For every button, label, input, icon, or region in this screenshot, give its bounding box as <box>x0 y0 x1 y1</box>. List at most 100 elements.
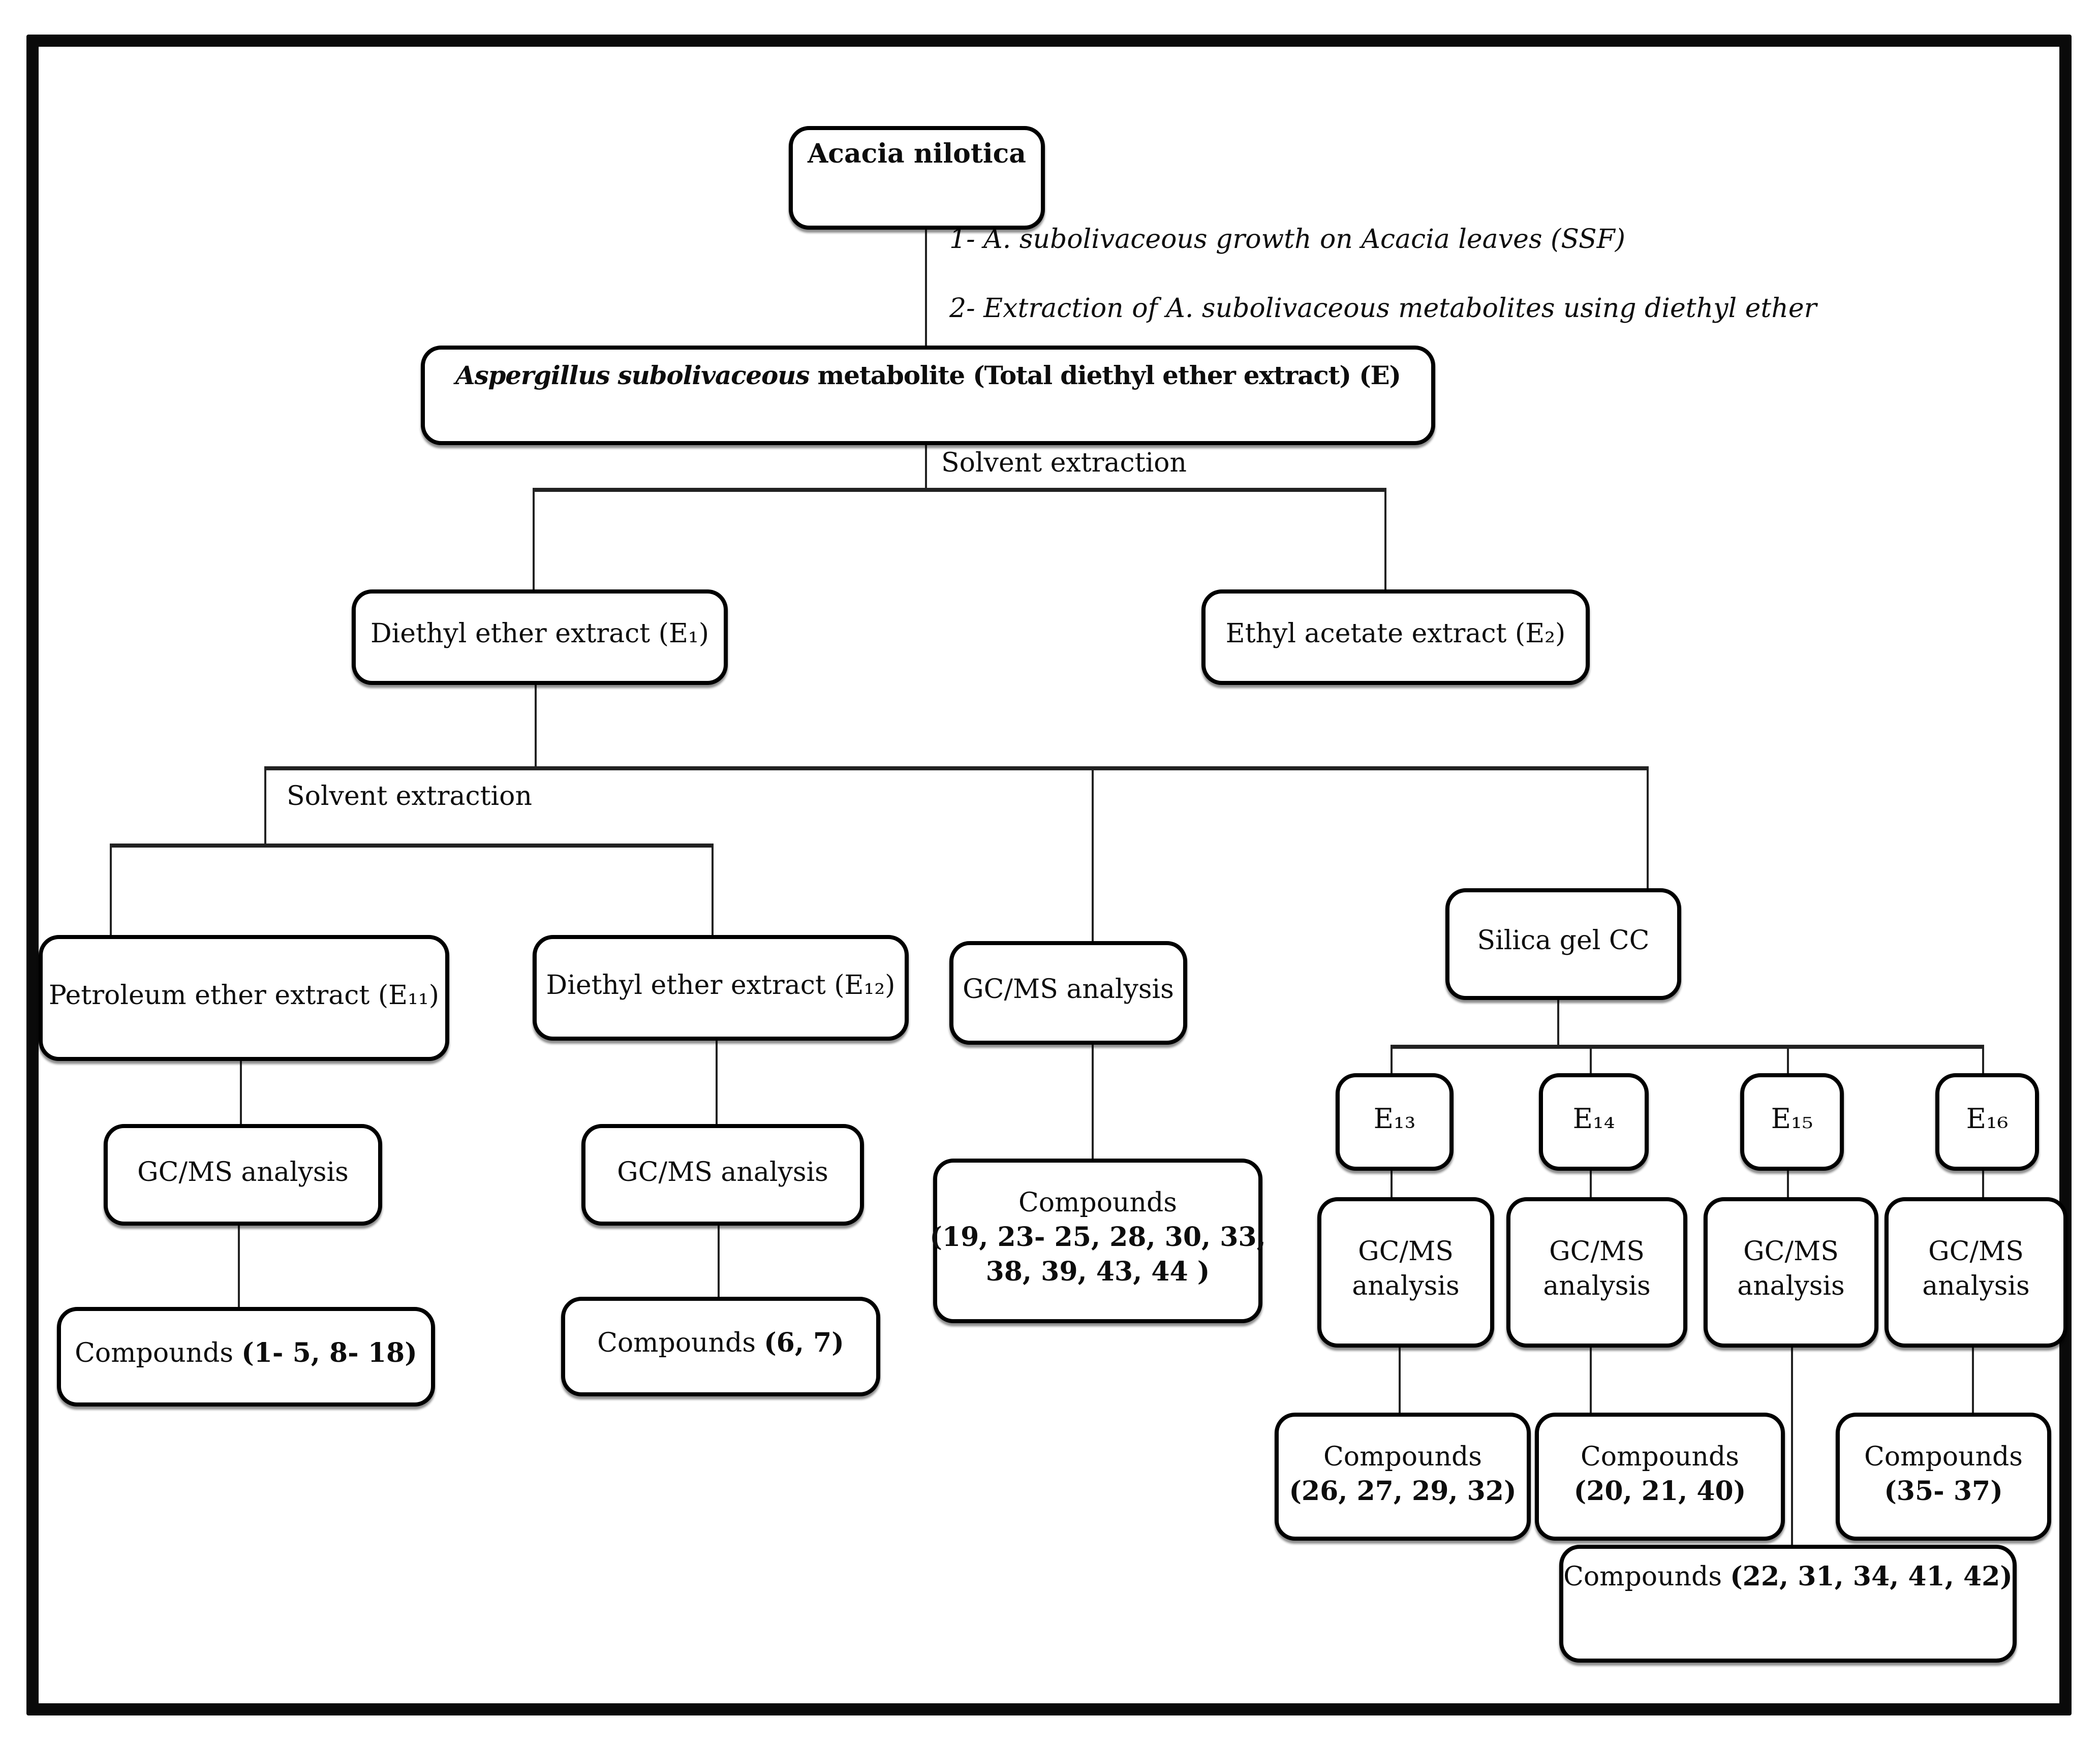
node-silica-gel-cc: Silica gel CC <box>1445 888 1681 1000</box>
connector-split2-to-split3 <box>264 766 266 844</box>
node-gcms-e1: GC/MS analysis <box>949 941 1187 1045</box>
node-fraction-e16: E₁₆ <box>1935 1073 2039 1171</box>
node-fraction-e14: E₁₄ <box>1539 1073 1649 1171</box>
solvent-extraction-label-e1: Solvent extraction <box>287 783 532 813</box>
compounds-e11-prefix: Compounds <box>75 1339 234 1370</box>
compounds-e12-ids: (6, 7) <box>764 1329 844 1360</box>
connector-e13-to-gcms <box>1391 1163 1393 1197</box>
compounds-e13-ids: (26, 27, 29, 32) <box>1289 1477 1517 1507</box>
connector-e15-to-gcms <box>1787 1163 1789 1197</box>
node-compounds-e13: Compounds (26, 27, 29, 32) <box>1275 1413 1531 1541</box>
node-gcms-e14: GC/MS analysis <box>1506 1197 1687 1348</box>
gcms-e1-label: GC/MS analysis <box>963 976 1174 1007</box>
connector-split4-to-e15 <box>1787 1045 1789 1073</box>
compounds-e15-ids: (22, 31, 34, 41, 42) <box>1730 1563 2013 1594</box>
node-extract-e1: Diethyl ether extract (E₁) <box>352 589 728 685</box>
node-gcms-e16: GC/MS analysis <box>1885 1197 2067 1348</box>
node-gcms-e15: GC/MS analysis <box>1704 1197 1878 1348</box>
gcms-e13-line1: GC/MS <box>1358 1238 1454 1269</box>
compounds-gcms-e1-ids-line1: (19, 23- 25, 28, 30, 33, <box>930 1224 1266 1255</box>
split4-horizontal-line <box>1391 1045 1982 1049</box>
node-compounds-e16: Compounds (35- 37) <box>1836 1413 2051 1541</box>
node-gcms-e13: GC/MS analysis <box>1317 1197 1494 1348</box>
connector-split2-to-gcms-mid <box>1092 766 1094 941</box>
compounds-gcms-e1-ids-line2: 38, 39, 43, 44 ) <box>985 1258 1210 1289</box>
node-extract-e12: Diethyl ether extract (E₁₂) <box>533 935 909 1041</box>
connector-e1-to-split2 <box>535 677 537 768</box>
gcms-e11-label: GC/MS analysis <box>137 1158 349 1189</box>
node-compounds-gcms-e1: Compounds (19, 23- 25, 28, 30, 33, 38, 3… <box>930 1159 1266 1323</box>
gcms-e12-label: GC/MS analysis <box>617 1158 828 1189</box>
node-fraction-e15: E₁₅ <box>1740 1073 1844 1171</box>
fraction-e16-label: E₁₆ <box>1966 1104 2009 1137</box>
connector-split1-to-e1 <box>533 488 535 589</box>
connector-gcms-e13-to-compounds <box>1399 1339 1401 1413</box>
gcms-e15-line1: GC/MS <box>1743 1238 1839 1269</box>
total-extract-rest: metabolite (Total diethyl ether extract)… <box>809 360 1402 390</box>
compounds-e14-prefix: Compounds <box>1581 1442 1739 1473</box>
solvent-extraction-label-top: Solvent extraction <box>941 449 1187 480</box>
gcms-e15-line2: analysis <box>1737 1272 1845 1303</box>
extract-e12-label: Diethyl ether extract (E₁₂) <box>546 971 895 1002</box>
connector-gcms-e16-to-compounds <box>1972 1339 1974 1413</box>
node-fraction-e13: E₁₃ <box>1336 1073 1454 1171</box>
node-compounds-e15: Compounds (22, 31, 34, 41, 42) <box>1559 1545 2017 1663</box>
compounds-e13-prefix: Compounds <box>1323 1442 1482 1473</box>
gcms-e16-line1: GC/MS <box>1928 1238 2024 1269</box>
connector-split4-to-e14 <box>1590 1045 1592 1073</box>
connector-gcms-e14-to-compounds <box>1590 1339 1592 1413</box>
compounds-gcms-e1-prefix: Compounds <box>1018 1189 1177 1220</box>
connector-silica-to-split4 <box>1557 992 1559 1047</box>
fraction-e14-label: E₁₄ <box>1572 1104 1615 1137</box>
node-compounds-e11: Compounds (1- 5, 8- 18) <box>57 1307 435 1407</box>
connector-e16-to-gcms <box>1982 1163 1984 1197</box>
node-gcms-e12: GC/MS analysis <box>581 1124 864 1226</box>
connector-gcms-e11-to-compounds <box>238 1218 240 1309</box>
gcms-e14-line1: GC/MS <box>1549 1238 1645 1269</box>
node-compounds-e14: Compounds (20, 21, 40) <box>1535 1413 1785 1541</box>
connector-gcms-e12-to-compounds <box>718 1218 720 1299</box>
extract-e1-label: Diethyl ether extract (E₁) <box>370 620 709 651</box>
gcms-e14-line2: analysis <box>1543 1272 1651 1303</box>
node-extract-e2: Ethyl acetate extract (E₂) <box>1201 589 1590 685</box>
fraction-e13-label: E₁₃ <box>1373 1104 1416 1137</box>
node-source-plant: Acacia nilotica <box>789 126 1045 230</box>
split1-horizontal-line <box>533 488 1386 492</box>
node-total-extract: Aspergillus subolivaceous metabolite (To… <box>421 346 1435 445</box>
fraction-e15-label: E₁₅ <box>1771 1104 1813 1137</box>
compounds-e11-ids: (1- 5, 8- 18) <box>241 1339 417 1370</box>
extract-e11-label: Petroleum ether extract (E₁₁) <box>48 981 440 1012</box>
total-extract-species: Aspergillus subolivaceous <box>455 360 810 390</box>
extract-e2-label: Ethyl acetate extract (E₂) <box>1225 620 1566 651</box>
figure-border <box>26 35 2072 1715</box>
process-step-1-label: 1- A. subolivaceous growth on Acacia lea… <box>949 226 1626 256</box>
connector-split1-to-e2 <box>1384 488 1386 589</box>
gcms-e16-line2: analysis <box>1922 1272 2030 1303</box>
connector-split3-to-e12 <box>712 844 714 937</box>
connector-split2-to-silica <box>1647 766 1649 888</box>
connector-total-to-split1 <box>925 427 927 490</box>
connector-split4-to-e16 <box>1982 1045 1984 1073</box>
compounds-e16-prefix: Compounds <box>1864 1442 2023 1473</box>
split2-horizontal-line <box>264 766 1647 770</box>
compounds-e15-prefix: Compounds <box>1563 1563 1722 1594</box>
connector-source-to-total <box>925 207 927 346</box>
silica-gel-cc-label: Silica gel CC <box>1477 927 1650 958</box>
source-plant-label: Acacia nilotica <box>807 140 1026 171</box>
connector-e12-to-gcms <box>716 1033 718 1126</box>
connector-split4-to-e13 <box>1391 1045 1393 1073</box>
connector-split3-to-e11 <box>110 844 112 937</box>
gcms-e13-line2: analysis <box>1352 1272 1460 1303</box>
node-compounds-e12: Compounds (6, 7) <box>561 1297 880 1396</box>
node-gcms-e11: GC/MS analysis <box>104 1124 382 1226</box>
process-step-2-label: 2- Extraction of A. subolivaceous metabo… <box>949 295 1817 325</box>
connector-gcms-e15-to-compounds <box>1791 1339 1793 1545</box>
compounds-e16-ids: (35- 37) <box>1884 1477 2003 1507</box>
compounds-e12-prefix: Compounds <box>597 1329 756 1360</box>
connector-e11-to-gcms <box>240 1053 242 1126</box>
connector-gcms-mid-to-compounds <box>1092 1037 1094 1161</box>
compounds-e14-ids: (20, 21, 40) <box>1573 1477 1746 1507</box>
connector-e14-to-gcms <box>1590 1163 1592 1197</box>
split3-horizontal-line <box>110 844 712 848</box>
